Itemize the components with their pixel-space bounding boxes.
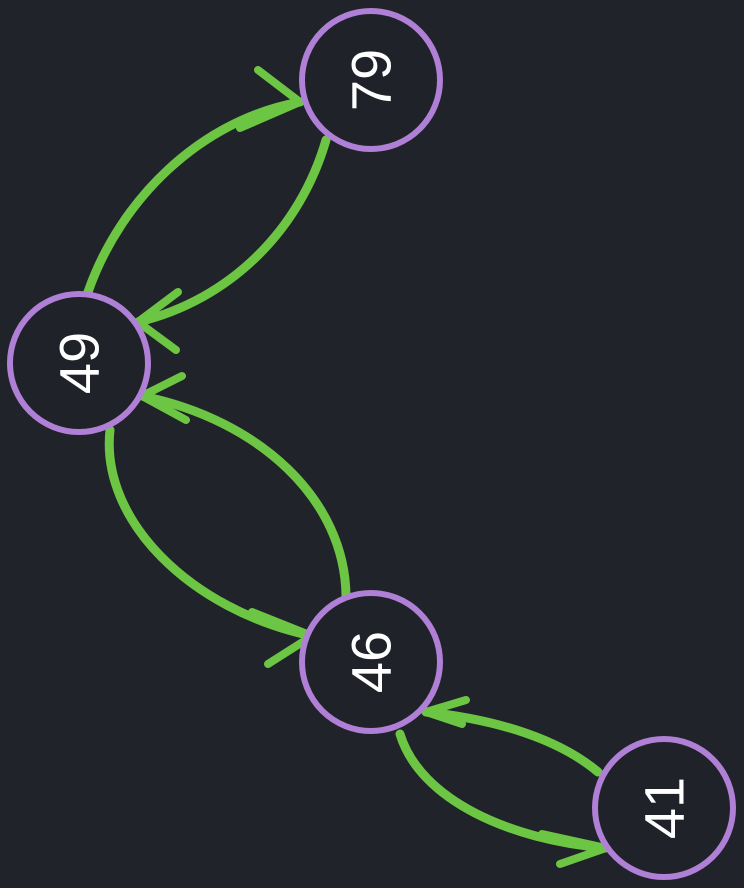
edge-79-to-49 xyxy=(133,135,331,327)
edge-46-to-49 xyxy=(137,391,351,601)
node-46-circle xyxy=(299,590,443,734)
node-49-label: 49 xyxy=(48,332,111,394)
node-49-circle xyxy=(7,291,151,435)
arrowhead-49-to-79 xyxy=(236,66,304,132)
node-41: 41 xyxy=(592,736,736,880)
node-46-label: 46 xyxy=(340,631,403,693)
edge-49-to-46 xyxy=(104,425,317,641)
edge-41-to-46 xyxy=(421,707,603,777)
nodes-layer: 79 49 46 41 xyxy=(7,8,736,880)
node-46: 46 xyxy=(299,590,443,734)
arrowhead-41-to-46 xyxy=(422,696,470,728)
edge-49-to-79 xyxy=(83,97,305,297)
node-79: 79 xyxy=(299,8,443,152)
node-79-label: 79 xyxy=(340,49,403,111)
edges-layer xyxy=(83,66,611,868)
node-41-circle xyxy=(592,736,736,880)
arrowhead-46-to-41 xyxy=(538,830,610,868)
node-79-circle xyxy=(299,8,443,152)
node-49: 49 xyxy=(7,291,151,435)
node-41-label: 41 xyxy=(633,777,696,839)
